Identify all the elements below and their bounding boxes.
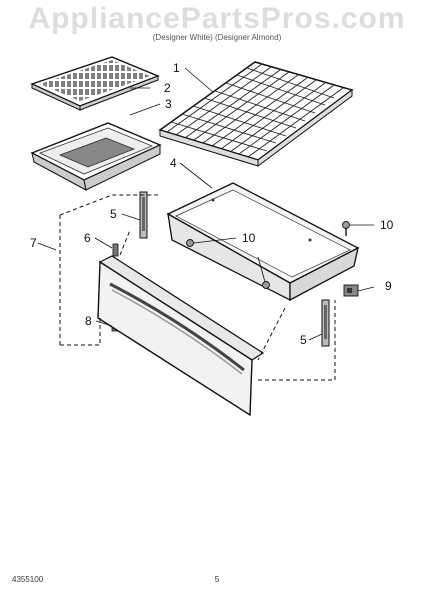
document-number: 4355100 <box>12 575 44 584</box>
screw-10-bottom <box>262 281 270 289</box>
variant-line: (Designer White) (Designer Almond) <box>152 33 282 42</box>
callout-3: 3 <box>165 97 172 111</box>
callout-10-middle: 10 <box>242 231 256 245</box>
callout-5-right: 5 <box>300 333 307 347</box>
broiler-grid <box>30 56 160 111</box>
callout-2: 2 <box>164 81 171 95</box>
page-number: 5 <box>214 575 220 584</box>
spring-clip-6 <box>112 243 119 257</box>
callout-1: 1 <box>173 61 180 75</box>
callout-5-left: 5 <box>110 207 117 221</box>
drawer-body <box>166 182 360 302</box>
callout-9: 9 <box>385 279 392 293</box>
leader-lines <box>37 67 375 341</box>
broiler-pan <box>30 122 162 191</box>
callout-8: 8 <box>85 314 92 328</box>
drawer-slide-right <box>321 299 330 347</box>
screw-10-left <box>186 239 194 247</box>
oven-rack <box>158 61 354 167</box>
drawer-front-panel <box>97 255 265 417</box>
bracket-part-9 <box>343 284 359 297</box>
screw-10-top <box>342 221 350 236</box>
callout-10-top: 10 <box>380 218 394 232</box>
callout-4: 4 <box>170 156 177 170</box>
drawer-slide-left <box>139 191 148 239</box>
callout-6: 6 <box>84 231 91 245</box>
callout-7: 7 <box>30 236 37 250</box>
assembly-dashed-outline <box>59 194 336 381</box>
watermark-text: AppliancePartsPros.com <box>28 2 406 35</box>
